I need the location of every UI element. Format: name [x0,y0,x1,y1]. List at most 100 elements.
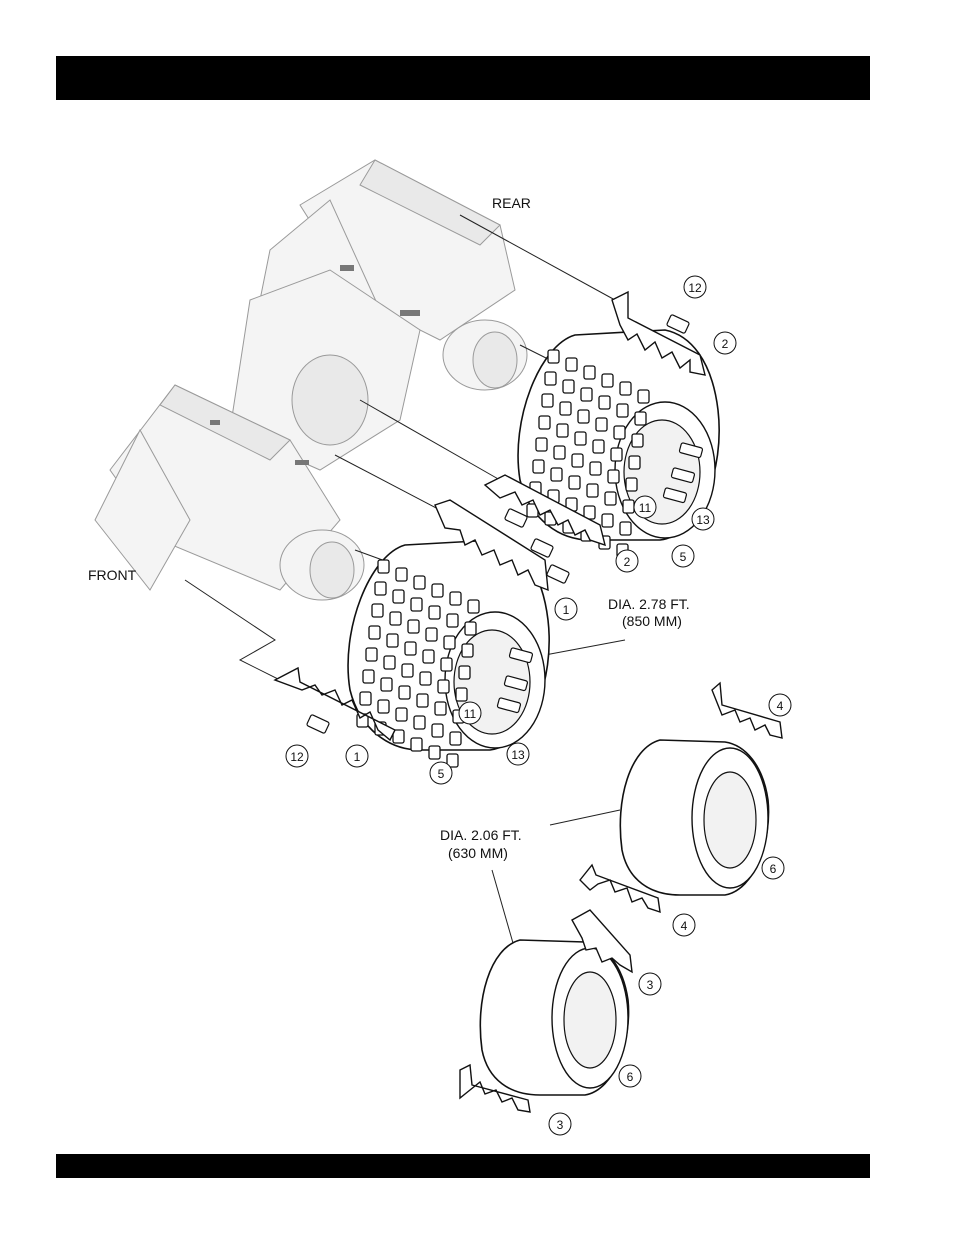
tread-lug [429,606,440,619]
callout-number: 1 [563,603,570,617]
small-tire-lower [480,940,628,1095]
tread-lug [369,626,380,639]
tread-lug [420,672,431,685]
callout-number: 5 [680,550,687,564]
tread-lug [605,492,616,505]
tread-lug [602,374,613,387]
tread-lug [399,686,410,699]
tread-lug [405,642,416,655]
tread-lug [393,590,404,603]
tread-lug [378,700,389,713]
callout-number: 13 [696,513,710,527]
callout-number: 1 [354,750,361,764]
tread-lug [584,366,595,379]
tread-lug [414,716,425,729]
tread-lug [438,680,449,693]
tread-lug [414,576,425,589]
tread-lug [417,694,428,707]
tread-lug [411,738,422,751]
tread-lug [447,614,458,627]
tread-lug [381,678,392,691]
tread-lug [465,622,476,635]
callout-number: 2 [722,337,729,351]
tread-lug [602,514,613,527]
callout-number: 5 [438,767,445,781]
tread-lug [635,412,646,425]
tread-lug [384,656,395,669]
tread-lug [363,670,374,683]
tread-lug [638,390,649,403]
tread-lug [551,468,562,481]
tread-lug [435,702,446,715]
rear-large-tire [518,330,719,557]
tread-lug [536,438,547,451]
tread-lug [444,636,455,649]
tread-lug [423,650,434,663]
tread-lug [387,634,398,647]
tread-lug [632,434,643,447]
tread-lug [411,598,422,611]
tread-lug [462,644,473,657]
callout-number: 6 [627,1070,634,1084]
tread-lug [426,628,437,641]
tread-lug [614,426,625,439]
tread-lug [560,402,571,415]
tread-lug [575,432,586,445]
tread-lug [542,394,553,407]
tread-lug [468,600,479,613]
tread-lug [578,410,589,423]
tread-lug [366,648,377,661]
tread-lug [557,424,568,437]
callout-number: 12 [290,750,304,764]
tread-lug [545,372,556,385]
tread-lug [620,382,631,395]
tread-lug [581,388,592,401]
front-label: FRONT [88,567,137,583]
tread-lug [372,604,383,617]
callout-number: 11 [639,501,652,515]
callout-number: 4 [681,919,688,933]
tread-lug [587,484,598,497]
tread-lug [408,620,419,633]
tread-lug [441,658,452,671]
tread-lug [569,476,580,489]
tread-lug [623,500,634,513]
callout-number: 12 [688,281,702,295]
tread-lug [566,358,577,371]
tread-lug [620,522,631,535]
tread-lug [402,664,413,677]
tread-lug [450,732,461,745]
tread-lug [617,404,628,417]
tread-lug [459,666,470,679]
tread-lug [390,612,401,625]
tread-lug [539,416,550,429]
tread-lug [533,460,544,473]
tread-lug [554,446,565,459]
tread-lug [572,454,583,467]
tread-lug [626,478,637,491]
tread-lug [375,582,386,595]
callout-number: 2 [624,555,631,569]
tread-lug [396,568,407,581]
tread-lug [429,746,440,759]
small-tire-diameter-ft: DIA. 2.06 FT. [440,827,522,843]
callout-number: 3 [557,1118,564,1132]
tread-lug [611,448,622,461]
callout-number: 11 [464,707,477,721]
tread-lug [596,418,607,431]
tread-lug [563,380,574,393]
small-tire-diameter-mm: (630 MM) [448,845,508,861]
tread-lug [593,440,604,453]
tread-lug [378,560,389,573]
tread-lug [396,708,407,721]
small-tire-upper [620,740,768,895]
large-tire-diameter-mm: (850 MM) [622,613,682,629]
rear-label: REAR [492,195,531,211]
callout-number: 3 [647,978,654,992]
callout-number: 6 [770,862,777,876]
tread-lug [432,724,443,737]
tread-lug [629,456,640,469]
tread-lug [590,462,601,475]
tread-lug [456,688,467,701]
